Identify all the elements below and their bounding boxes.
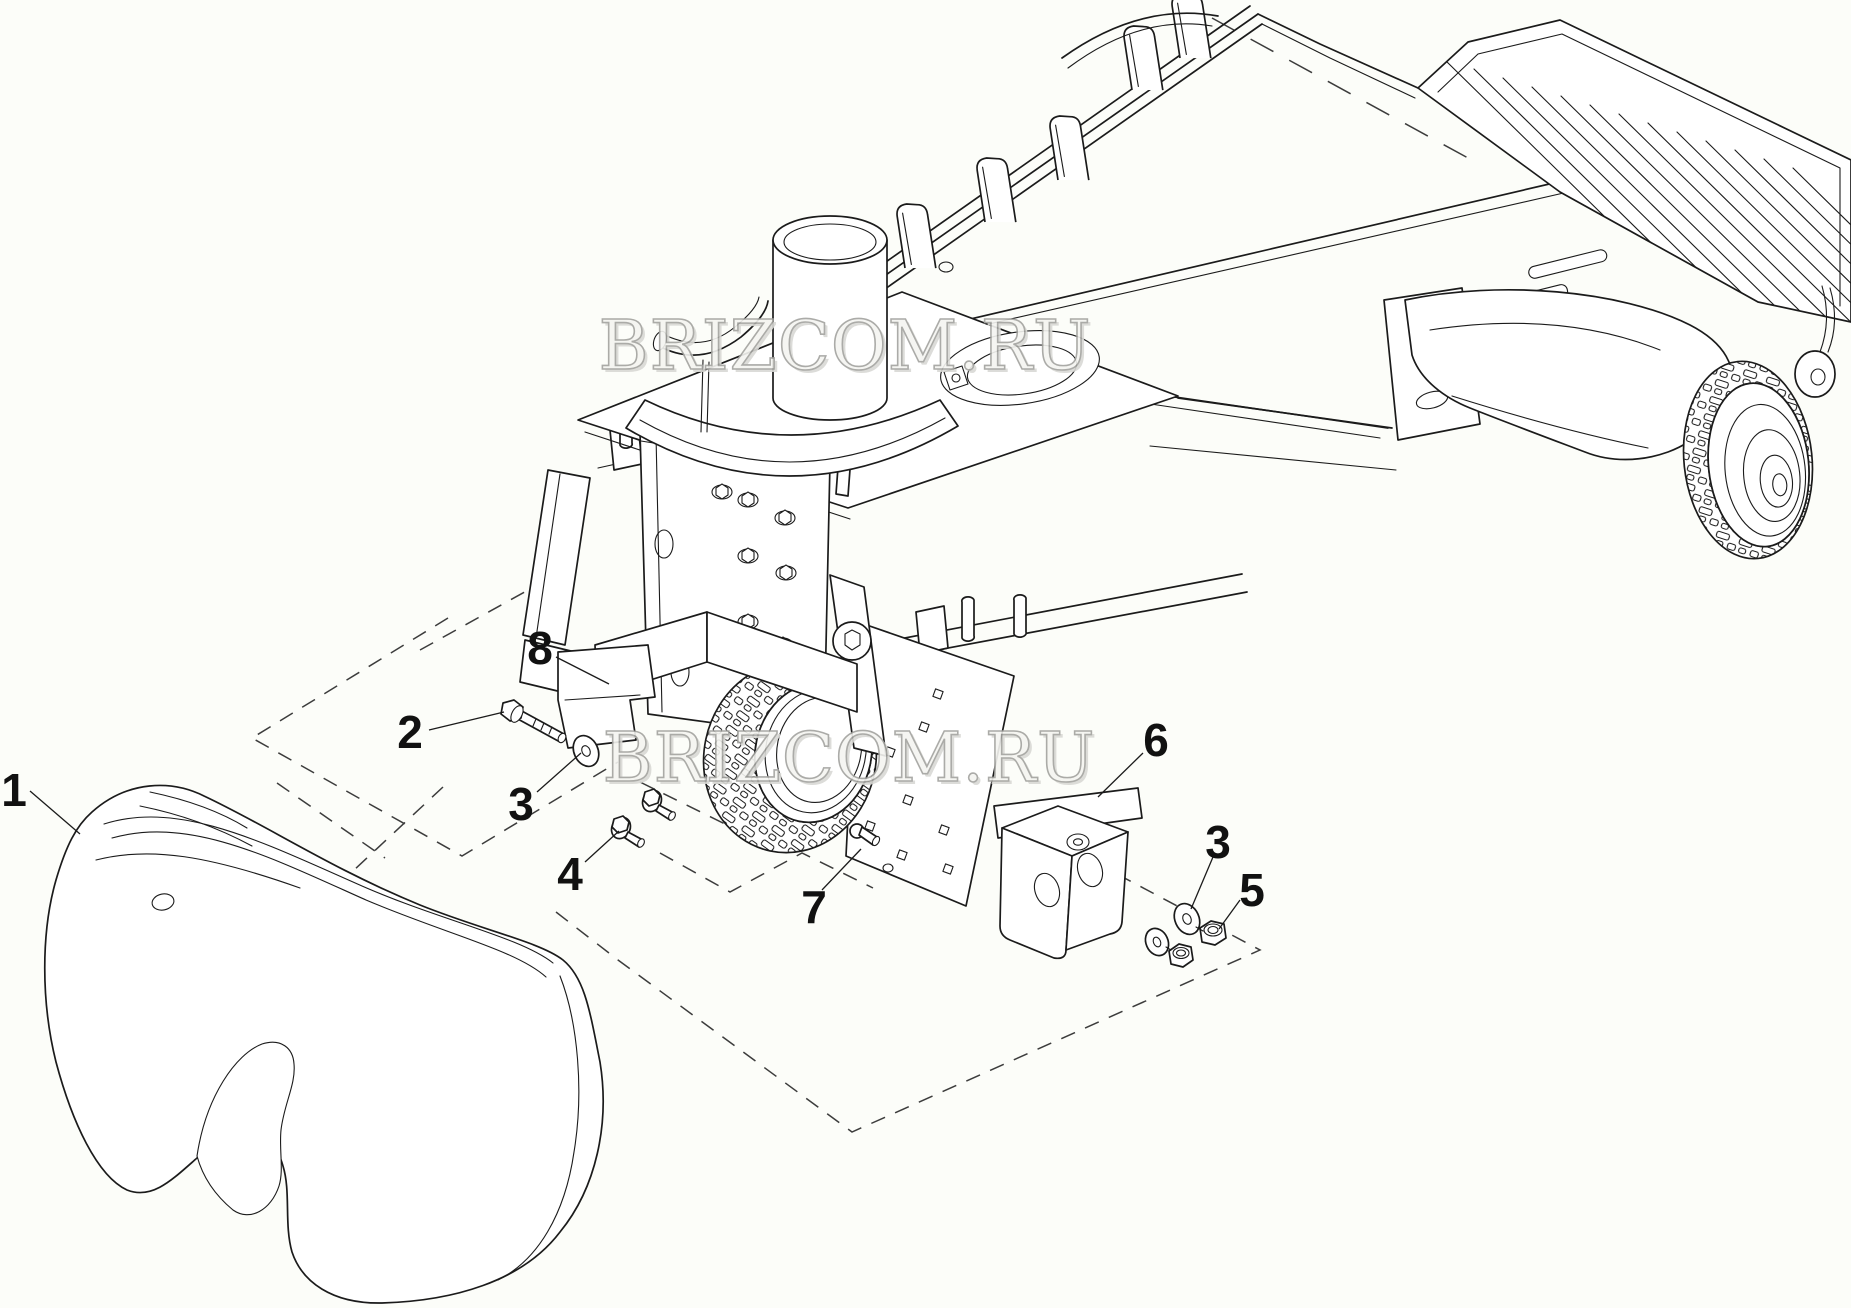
callout-6: 6 bbox=[1143, 714, 1169, 766]
caster-wheel bbox=[702, 660, 878, 854]
watermark-text: BRIZCOM.RU bbox=[599, 307, 1092, 386]
chassis-rear-beam bbox=[851, 573, 1248, 680]
flange-screws-part-4 bbox=[610, 788, 676, 848]
rear-wheel bbox=[1682, 360, 1814, 560]
watermark-text-shadow: BRIZCOM.RU bbox=[606, 722, 1099, 801]
chassis-fin bbox=[890, 198, 941, 276]
callout-2: 2 bbox=[397, 706, 423, 758]
chassis-fin bbox=[1043, 110, 1094, 188]
washer-second bbox=[1144, 927, 1170, 957]
callout-3-right: 3 bbox=[1205, 816, 1231, 868]
watermark-text: BRIZCOM.RU bbox=[603, 719, 1096, 798]
callout-leaders bbox=[29, 656, 1241, 930]
callout-numbers: 1 2 3 4 8 7 6 3 5 bbox=[1, 622, 1265, 933]
washer-part-3-right bbox=[1173, 902, 1201, 936]
chassis-fin bbox=[970, 152, 1021, 230]
callout-1: 1 bbox=[1, 764, 27, 816]
pin-screw-part-7 bbox=[849, 823, 881, 847]
chassis-fin bbox=[1117, 20, 1168, 98]
callout-3-left: 3 bbox=[508, 778, 534, 830]
chassis-right-plate bbox=[845, 621, 1015, 907]
watermark-text-shadow: BRIZCOM.RU bbox=[602, 310, 1095, 389]
callout-4: 4 bbox=[557, 848, 583, 900]
callout-8: 8 bbox=[527, 622, 553, 674]
chassis-fin bbox=[1165, 0, 1216, 66]
hex-bolt-part-2 bbox=[500, 699, 567, 744]
lock-nut-second bbox=[1168, 943, 1194, 968]
washer-part-3-left bbox=[572, 734, 600, 768]
fasteners bbox=[500, 699, 1227, 968]
platform-tread-ribs bbox=[1444, 59, 1851, 322]
rear-wheel-assembly bbox=[1383, 285, 1836, 560]
bumper-cover-part-1 bbox=[43, 784, 604, 1304]
foot-platform bbox=[1417, 19, 1851, 323]
counterweight-part-6 bbox=[993, 787, 1143, 960]
lock-nut-part-5 bbox=[1199, 920, 1227, 946]
idler-disc bbox=[1794, 350, 1836, 398]
callout-7: 7 bbox=[801, 881, 827, 933]
wheel-housing bbox=[1404, 288, 1734, 461]
watermark: BRIZCOM.RU BRIZCOM.RU BRIZCOM.RU BRIZCOM… bbox=[598, 306, 1099, 801]
motor-cylinder bbox=[772, 215, 888, 421]
callout-5: 5 bbox=[1239, 864, 1265, 916]
caster-column-assembly bbox=[519, 215, 1397, 854]
fan-housing bbox=[625, 399, 959, 477]
